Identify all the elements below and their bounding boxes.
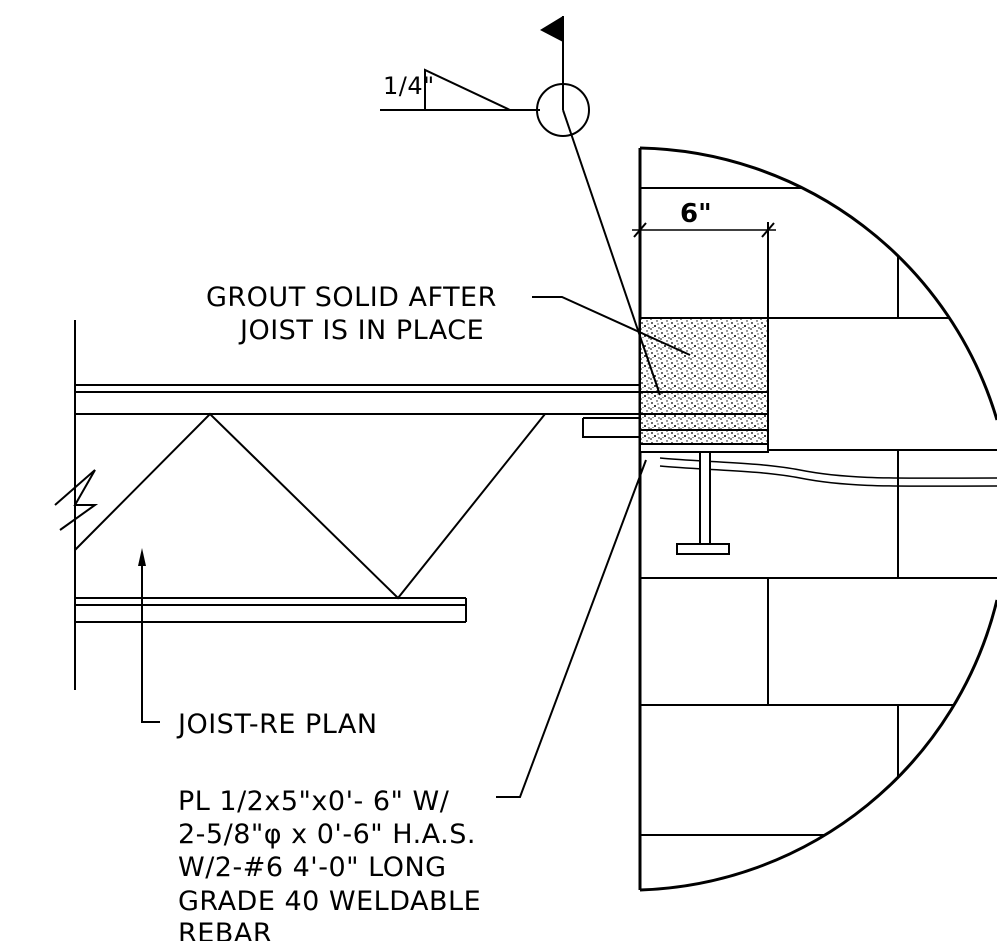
plate-note-line3: W/2-#6 4'-0" LONG xyxy=(178,852,447,883)
headed-anchor-stud xyxy=(699,451,711,545)
grout-fill xyxy=(639,317,769,451)
leaders xyxy=(138,296,691,798)
weld-size-label: 1/4" xyxy=(383,72,435,100)
steel-joist xyxy=(54,320,768,690)
grout-note-line1: GROUT SOLID AFTER xyxy=(206,282,497,313)
dimension-six-inch: 6" xyxy=(632,199,776,318)
stud-head xyxy=(676,543,730,555)
block-courses xyxy=(640,187,997,836)
plate-note-line5: REBAR xyxy=(178,918,272,941)
dimension-label: 6" xyxy=(680,199,712,229)
plate-note-line2: 2-5/8"φ x 0'-6" H.A.S. xyxy=(178,819,476,850)
plate-note-line1: PL 1/2x5"x0'- 6" W/ xyxy=(178,786,450,817)
bearing-plate xyxy=(639,443,769,453)
plate-note-line4: GRADE 40 WELDABLE xyxy=(178,886,481,917)
bearing-plate-assembly xyxy=(639,443,769,555)
weld-symbol: 1/4" xyxy=(380,16,661,396)
masonry-wall-detail xyxy=(638,146,997,892)
field-weld-flag-icon xyxy=(540,16,563,42)
up-arrow-icon xyxy=(138,548,146,566)
grout-note-line2: JOIST IS IN PLACE xyxy=(238,315,484,346)
joist-reference-label: JOIST-RE PLAN xyxy=(176,709,378,740)
